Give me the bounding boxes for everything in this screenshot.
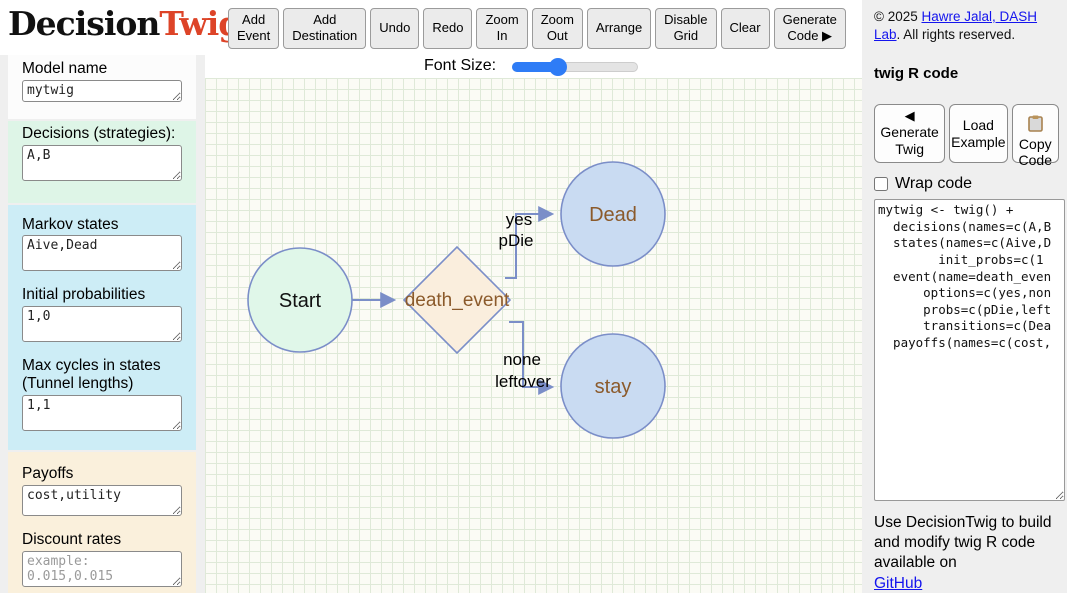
arrange-button[interactable]: Arrange xyxy=(586,8,652,49)
node-stay[interactable] xyxy=(560,333,666,439)
add-event-button[interactable]: Add Event xyxy=(228,8,280,49)
copy-code-button[interactable]: Copy Code xyxy=(1011,104,1059,168)
node-dead-label: Dead xyxy=(589,204,637,226)
node-death-event[interactable] xyxy=(402,245,512,355)
markov-states-label: Markov states xyxy=(22,215,119,233)
wrap-code-label: Wrap code xyxy=(895,175,973,193)
payoffs-input[interactable]: cost,utility xyxy=(22,484,182,516)
section-payoffs: Payoffs cost,utility Discount rates xyxy=(8,451,196,593)
undo-button[interactable]: Undo xyxy=(370,8,420,49)
copyright-suffix: . All rights reserved. xyxy=(896,26,1016,42)
logo-text-decision: Decision xyxy=(8,4,160,43)
edge-label-none: none xyxy=(503,350,541,369)
slider-fill xyxy=(512,62,562,72)
redo-button[interactable]: Redo xyxy=(423,8,473,49)
discount-rates-label: Discount rates xyxy=(22,530,122,548)
max-cycles-label: Max cycles in states (Tunnel lengths) xyxy=(22,357,161,393)
generate-twig-button[interactable]: ◀ Generate Twig xyxy=(874,104,946,164)
zoom-in-button[interactable]: Zoom In xyxy=(476,8,528,49)
font-size-label: Font Size: xyxy=(424,57,497,74)
slider-thumb[interactable] xyxy=(549,58,567,76)
github-link[interactable]: GitHub xyxy=(874,574,923,592)
edge-death-event-to-stay[interactable] xyxy=(509,321,555,395)
decisions-input[interactable]: A,B xyxy=(22,144,182,181)
header: DecisionTwig Add Event Add Destination U… xyxy=(0,0,862,55)
r-code-textarea[interactable]: mytwig <- twig() + decisions(names=c(A,B… xyxy=(874,199,1065,502)
model-sidebar: Model name mytwig Decisions (strategies)… xyxy=(8,55,196,593)
font-size-slider[interactable] xyxy=(512,58,638,76)
section-model-name: Model name mytwig xyxy=(8,55,196,119)
diagram-canvas[interactable]: Start death_event Dead stay yes pDie non… xyxy=(205,78,862,593)
node-start-label: Start xyxy=(279,290,322,312)
footer-text: Use DecisionTwig to build and modify twi… xyxy=(874,513,1059,593)
max-cycles-input[interactable]: 1,1 xyxy=(22,394,182,431)
footer-description: Use DecisionTwig to build and modify twi… xyxy=(874,514,1052,572)
add-destination-button[interactable]: Add Destination xyxy=(283,8,367,49)
decisions-label: Decisions (strategies): xyxy=(22,124,176,142)
edge-death-event-to-dead[interactable] xyxy=(505,206,555,279)
section-decisions: Decisions (strategies): A,B xyxy=(8,120,196,203)
node-dead[interactable] xyxy=(560,161,666,267)
wrap-code-checkbox[interactable] xyxy=(874,177,888,192)
copy-code-label: Copy Code xyxy=(1018,135,1052,169)
generate-twig-label: Generate Twig xyxy=(880,124,939,158)
disable-grid-button[interactable]: Disable Grid xyxy=(655,8,717,49)
payoffs-label: Payoffs xyxy=(22,464,74,482)
load-example-button[interactable]: Load Example xyxy=(949,104,1008,164)
model-name-input[interactable]: mytwig xyxy=(22,79,182,102)
generate-code-button[interactable]: Generate Code ▶ xyxy=(773,8,846,49)
discount-rates-input[interactable] xyxy=(22,550,182,587)
clear-button[interactable]: Clear xyxy=(720,8,770,49)
node-death-event-label: death_event xyxy=(405,290,510,311)
author-link[interactable]: Hawre Jalal, DASH Lab xyxy=(874,9,1038,42)
load-example-label: Load Example xyxy=(951,116,1006,150)
edge-label-pdie: pDie xyxy=(499,231,534,250)
edge-label-leftover: leftover xyxy=(495,372,551,391)
section-markov: Markov states Aive,Dead Initial probabil… xyxy=(8,204,196,450)
model-name-label: Model name xyxy=(22,60,108,77)
left-triangle-icon: ◀ xyxy=(904,108,915,124)
edge-label-yes: yes xyxy=(506,210,532,229)
app-logo: DecisionTwig xyxy=(8,4,241,43)
wrap-code-row: Wrap code xyxy=(874,175,1059,193)
markov-states-input[interactable]: Aive,Dead xyxy=(22,235,182,272)
initial-probabilities-label: Initial probabilities xyxy=(22,286,146,304)
right-panel: © 2025 Hawre Jalal, DASH Lab. All rights… xyxy=(862,0,1067,593)
code-button-row: ◀ Generate Twig Load Example Copy Code xyxy=(874,104,1059,168)
initial-probabilities-input[interactable]: 1,0 xyxy=(22,306,182,343)
copyright-prefix: © 2025 xyxy=(874,9,922,24)
zoom-out-button[interactable]: Zoom Out xyxy=(531,8,583,49)
diagram-svg: Start death_event Dead stay yes pDie non… xyxy=(247,161,666,439)
copyright-text: © 2025 Hawre Jalal, DASH Lab. All rights… xyxy=(874,8,1059,43)
twig-r-code-heading: twig R code xyxy=(874,65,959,83)
clipboard-icon xyxy=(1027,98,1043,136)
toolbar: Add Event Add Destination Undo Redo Zoom… xyxy=(228,8,846,49)
node-start[interactable] xyxy=(247,247,353,353)
node-stay-label: stay xyxy=(595,376,632,398)
logo-text-twig: Twig xyxy=(159,4,241,43)
